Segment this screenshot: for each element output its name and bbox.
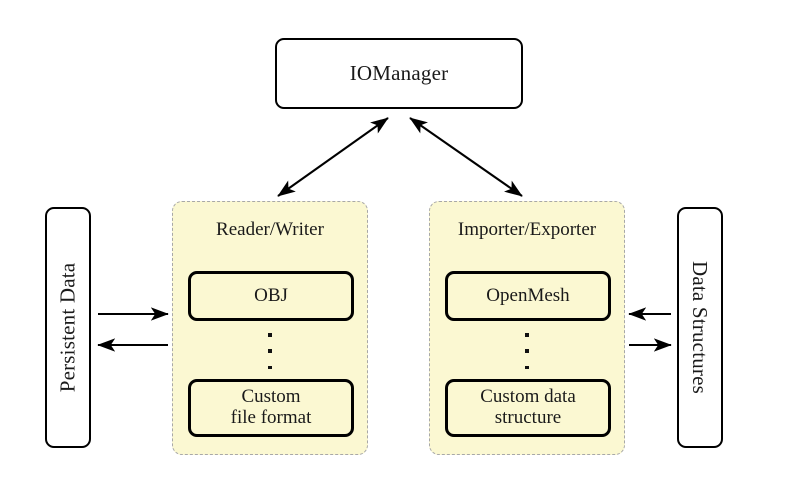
- item-openmesh-label: OpenMesh: [486, 284, 570, 306]
- persistent-data-label: Persistent Data: [55, 262, 80, 393]
- item-custom-data-structure-line2: structure: [494, 407, 562, 428]
- connector-manager-reader-writer: [277, 117, 389, 197]
- item-custom-data-structure-label: Custom data structure: [480, 387, 576, 428]
- item-obj[interactable]: OBJ: [188, 271, 354, 321]
- importer-exporter-ellipsis-icon: [430, 330, 624, 372]
- group-reader-writer-title: Reader/Writer: [216, 219, 324, 240]
- item-custom-file-format[interactable]: Custom file format: [188, 379, 354, 437]
- group-reader-writer: Reader/Writer OBJ Custom file format: [172, 201, 368, 455]
- item-custom-data-structure-line1: Custom data: [480, 386, 576, 408]
- connector-manager-importer-exporter: [409, 117, 523, 197]
- item-openmesh[interactable]: OpenMesh: [445, 271, 611, 321]
- io-manager-node[interactable]: IOManager: [275, 38, 523, 109]
- data-structures-label: Data Structures: [688, 260, 713, 395]
- item-custom-data-structure[interactable]: Custom data structure: [445, 379, 611, 437]
- reader-writer-ellipsis-icon: [173, 330, 367, 372]
- group-importer-exporter: Importer/Exporter OpenMesh Custom data s…: [429, 201, 625, 455]
- io-manager-label: IOManager: [349, 61, 449, 85]
- item-custom-file-format-line1: Custom: [241, 386, 301, 408]
- item-custom-file-format-line2: file format: [230, 407, 312, 428]
- data-structures-node[interactable]: Data Structures: [677, 207, 723, 448]
- item-custom-file-format-label: Custom file format: [231, 387, 312, 428]
- item-obj-label: OBJ: [254, 284, 288, 306]
- group-importer-exporter-title: Importer/Exporter: [457, 219, 597, 240]
- persistent-data-node[interactable]: Persistent Data: [45, 207, 91, 448]
